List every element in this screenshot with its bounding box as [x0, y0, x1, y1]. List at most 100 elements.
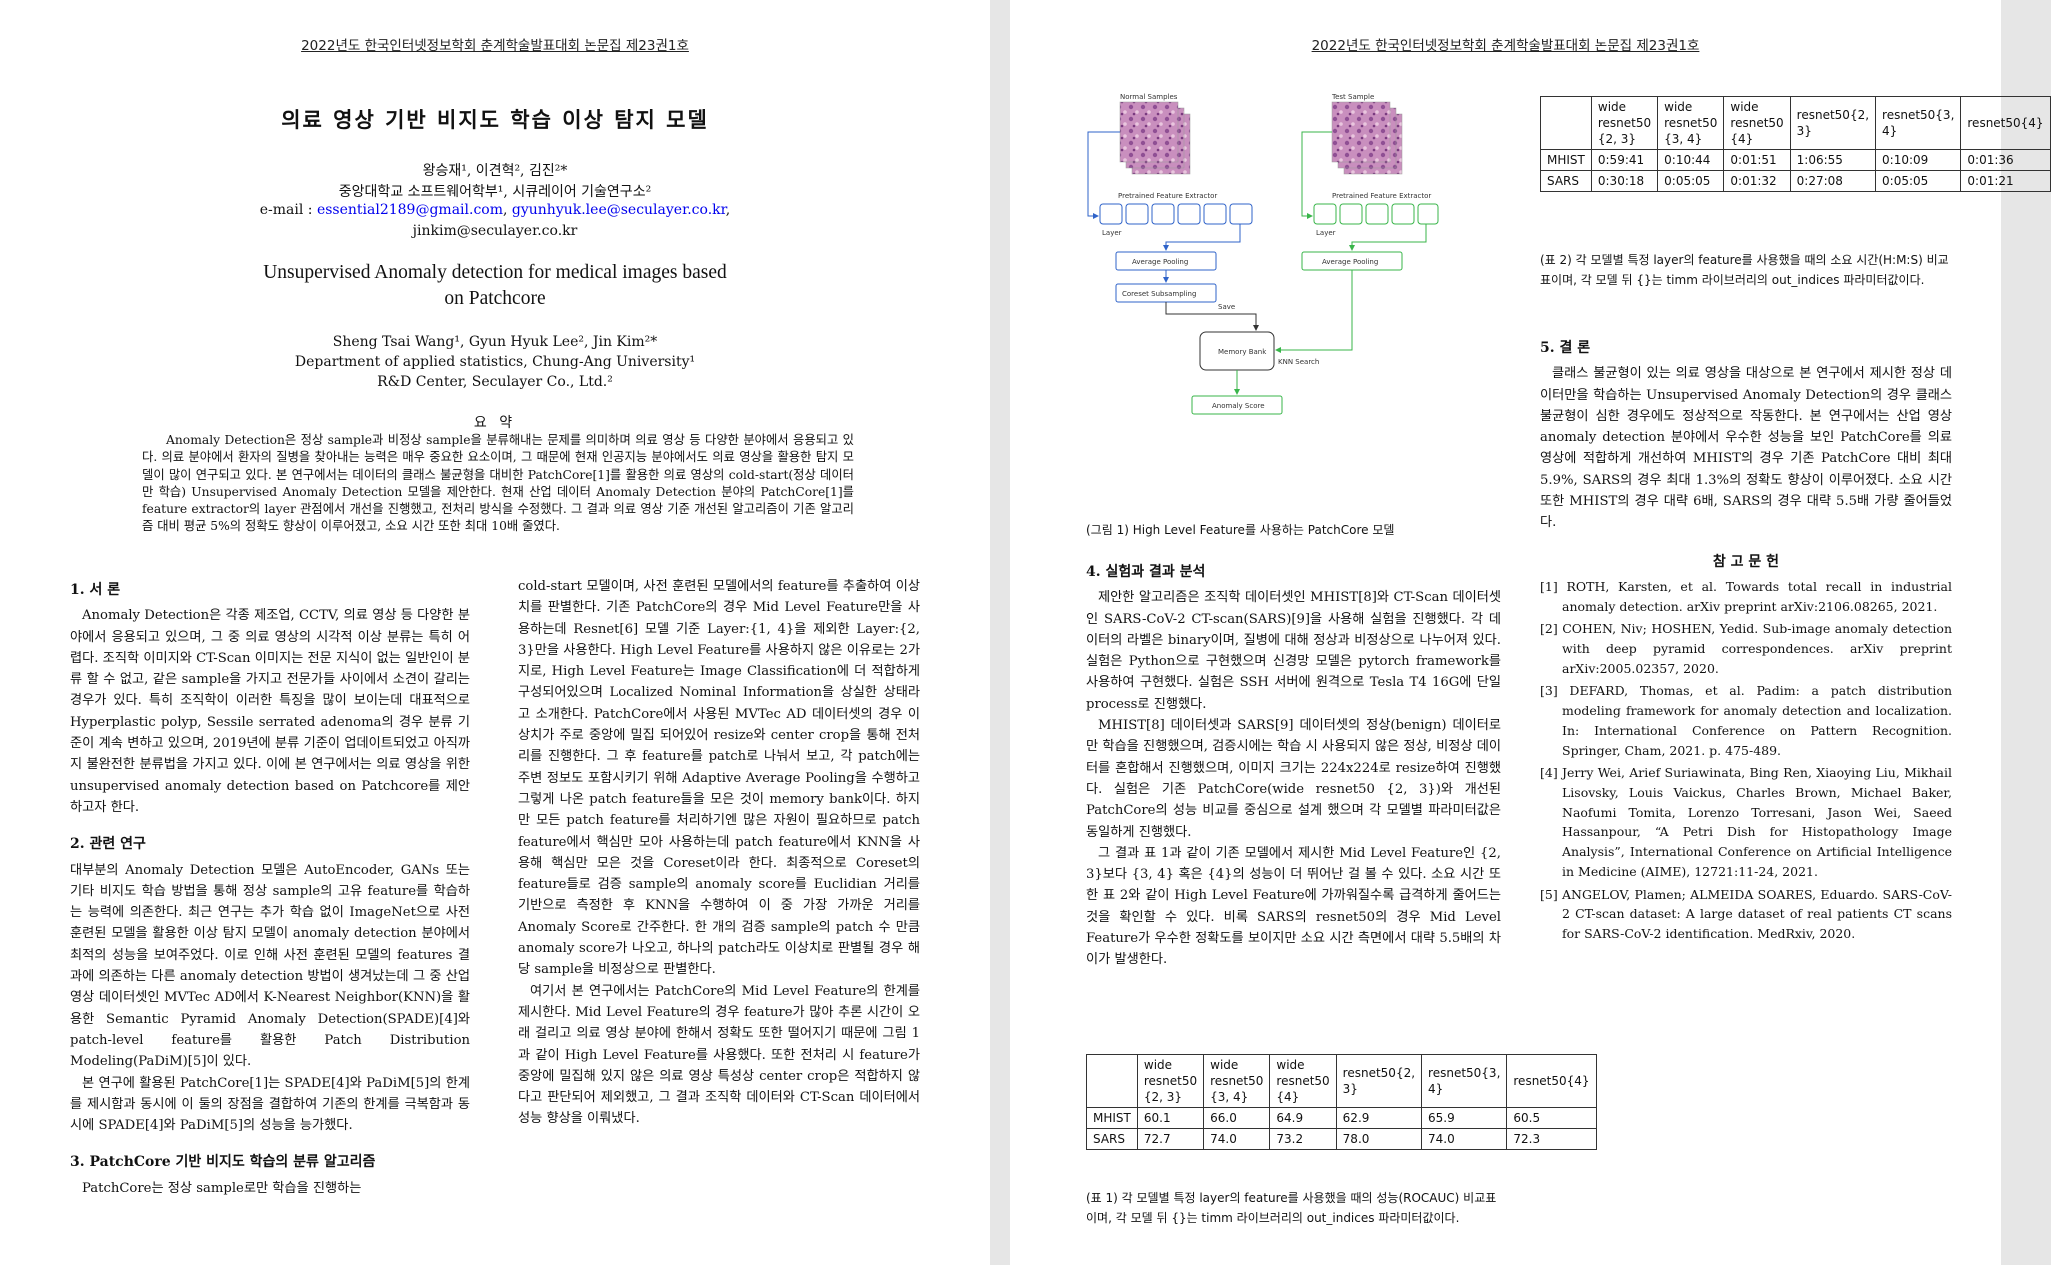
- table-header-cell: wide resnet50 {2, 3}: [1590, 96, 1659, 150]
- table-1: wide resnet50 {2, 3} wide resnet50 {3, 4…: [1086, 1054, 1597, 1150]
- section-1-paragraph: Anomaly Detection은 각종 제조업, CCTV, 의료 영상 등…: [70, 608, 470, 815]
- email-line: e-mail : essential2189@gmail.com, gyunhy…: [0, 202, 990, 218]
- pretrained-extractor-right: Pretrained Feature Extractor: [1332, 192, 1431, 200]
- table-header-cell: wide resnet50 {4}: [1723, 96, 1791, 150]
- memory-bank-label: Memory Bank: [1218, 348, 1267, 356]
- table-cell: 0:59:41: [1590, 149, 1659, 171]
- anomaly-score-label: Anomaly Score: [1212, 402, 1265, 410]
- table-header-cell: wide resnet50 {4}: [1269, 1054, 1337, 1108]
- table-cell: 0:10:09: [1875, 149, 1962, 171]
- table-row: MHIST 60.1 66.0 64.9 62.9 65.9 60.5: [1086, 1107, 1597, 1129]
- table-row: SARS 0:30:18 0:05:05 0:01:32 0:27:08 0:0…: [1540, 170, 2051, 192]
- abstract-text: Anomaly Detection은 정상 sample과 비정상 sample…: [142, 433, 854, 534]
- layer-blocks-left: [1099, 203, 1253, 225]
- table-cell: 60.5: [1506, 1107, 1597, 1129]
- knn-search-label: KNN Search: [1278, 358, 1319, 366]
- average-pooling-right: Average Pooling: [1322, 258, 1378, 266]
- paper-title-en-line2: on Patchcore: [444, 288, 546, 309]
- references-list: [1] ROTH, Karsten, et al. Towards total …: [1540, 577, 1952, 944]
- affiliation-en-1: Department of applied statistics, Chung-…: [294, 354, 696, 370]
- table-header-cell: [1540, 96, 1592, 150]
- table-header-cell: resnet50{3, 4}: [1875, 96, 1962, 150]
- table-cell: 0:01:36: [1960, 149, 2051, 171]
- table-row: MHIST 0:59:41 0:10:44 0:01:51 1:06:55 0:…: [1540, 149, 2051, 171]
- table-cell: 72.7: [1136, 1128, 1205, 1150]
- table-cell: 0:01:21: [1960, 170, 2051, 192]
- table-cell: 65.9: [1421, 1107, 1508, 1129]
- table-header-cell: resnet50{2, 3}: [1335, 1054, 1423, 1108]
- table-header-cell: wide resnet50 {2, 3}: [1136, 1054, 1205, 1108]
- running-header: 2022년도 한국인터넷정보학회 춘계학술발표대회 논문집 제23권1호: [301, 38, 689, 54]
- table-cell: 73.2: [1269, 1128, 1337, 1150]
- authors-ko: 왕승재¹, 이견혁², 김진²*: [422, 163, 568, 179]
- table-2-caption: (표 2) 각 모델별 특정 layer의 feature를 사용했을 때의 소…: [1540, 253, 1949, 287]
- table-cell: SARS: [1086, 1128, 1138, 1150]
- table-cell: 0:05:05: [1875, 170, 1962, 192]
- reference-item: [1] ROTH, Karsten, et al. Towards total …: [1540, 578, 1952, 614]
- references-title: 참 고 문 헌: [1712, 553, 1780, 570]
- authors-en: Sheng Tsai Wang¹, Gyun Hyuk Lee², Jin Ki…: [332, 334, 658, 350]
- table-cell: 74.0: [1421, 1128, 1508, 1150]
- table-header-cell: resnet50{4}: [1960, 96, 2051, 150]
- section-1-title: 1. 서 론: [70, 582, 121, 598]
- section-5-paragraph: 클래스 불균형이 있는 의료 영상을 대상으로 본 연구에서 제시한 정상 데이…: [1540, 366, 1952, 531]
- table-cell: MHIST: [1540, 149, 1592, 171]
- table-cell: 64.9: [1269, 1107, 1337, 1129]
- table-header-cell: [1086, 1054, 1138, 1108]
- table-cell: 0:10:44: [1657, 149, 1725, 171]
- anomaly-score-box: [1191, 395, 1283, 415]
- abstract-heading: 요 약: [473, 415, 517, 431]
- table-cell: MHIST: [1086, 1107, 1138, 1129]
- section-3-paragraph: PatchCore는 정상 sample로만 학습을 진행하는: [82, 1180, 362, 1196]
- table-cell: 72.3: [1506, 1128, 1597, 1150]
- paper-title-ko: 의료 영상 기반 비지도 학습 이상 탐지 모델: [281, 107, 709, 132]
- running-header: 2022년도 한국인터넷정보학회 춘계학술발표대회 논문집 제23권1호: [1311, 38, 1700, 54]
- paper-title-en-line1: Unsupervised Anomaly detection for medic…: [263, 262, 727, 283]
- figure-1-caption: (그림 1) High Level Feature를 사용하는 PatchCor…: [1086, 523, 1395, 537]
- email-link-1[interactable]: essential2189@gmail.com: [316, 202, 503, 218]
- table-header-cell: resnet50{2, 3}: [1789, 96, 1877, 150]
- section-3-paragraph-2: 여기서 본 연구에서는 PatchCore의 Mid Level Feature…: [518, 983, 920, 1127]
- page-left: 2022년도 한국인터넷정보학회 춘계학술발표대회 논문집 제23권1호 의료 …: [0, 0, 990, 1265]
- test-sample-label: Test Sample: [1331, 93, 1374, 101]
- table-cell: 66.0: [1203, 1107, 1271, 1129]
- email-link-3[interactable]: jinkim@seculayer.co.kr: [412, 223, 578, 239]
- table-cell: 0:05:05: [1657, 170, 1725, 192]
- reference-item: [3] DEFARD, Thomas, et al. Padim: a patc…: [1540, 683, 1952, 758]
- page-right: 2022년도 한국인터넷정보학회 춘계학술발표대회 논문집 제23권1호 Nor…: [1010, 0, 2051, 1265]
- table-cell: 62.9: [1335, 1107, 1423, 1129]
- table-cell: 1:06:55: [1789, 149, 1877, 171]
- table-header-cell: resnet50{4}: [1506, 1054, 1597, 1108]
- column-1: 1. 서 론 Anomaly Detection은 각종 제조업, CCTV, …: [70, 570, 470, 1199]
- normal-samples-label: Normal Samples: [1120, 93, 1178, 101]
- email-end: ,: [725, 202, 731, 218]
- section-4-paragraph-2: MHIST[8] 데이터셋과 SARS[9] 데이터셋의 정상(benign) …: [1086, 718, 1501, 840]
- layer-label-left: Layer: [1102, 229, 1122, 237]
- reference-item: [5] ANGELOV, Plamen; ALMEIDA SOARES, Edu…: [1540, 886, 1952, 941]
- column-3: 4. 실험과 결과 분석 제안한 알고리즘은 조직학 데이터셋인 MHIST[8…: [1086, 552, 1501, 971]
- table-1-caption: (표 1) 각 모델별 특정 layer의 feature를 사용했을 때의 성…: [1086, 1191, 1497, 1225]
- section-2-paragraph-2: 본 연구에 활용된 PatchCore[1]는 SPADE[4]와 PaDiM[…: [70, 1075, 470, 1134]
- section-4-paragraph-3: 그 결과 표 1과 같이 기존 모델에서 제시한 Mid Level Featu…: [1086, 845, 1501, 968]
- table-header-cell: wide resnet50 {3, 4}: [1657, 96, 1725, 150]
- email-link-2[interactable]: gyunhyuk.lee@seculayer.co.kr: [511, 202, 726, 218]
- table-cell: SARS: [1540, 170, 1592, 192]
- table-header-cell: wide resnet50 {3, 4}: [1203, 1054, 1271, 1108]
- reference-item: [2] COHEN, Niv; HOSHEN, Yedid. Sub-image…: [1540, 621, 1952, 676]
- reference-item: [4] Jerry Wei, Arief Suriawinata, Bing R…: [1540, 765, 1952, 879]
- save-label: Save: [1218, 303, 1235, 311]
- section-2-title: 2. 관련 연구: [70, 836, 146, 853]
- average-pooling-left: Average Pooling: [1132, 258, 1188, 266]
- affiliation-en-2: R&D Center, Seculayer Co., Ltd.²: [377, 374, 613, 390]
- email-separator: ,: [503, 202, 512, 218]
- table-cell: 0:27:08: [1789, 170, 1877, 192]
- table-row: SARS 72.7 74.0 73.2 78.0 74.0 72.3: [1086, 1128, 1597, 1150]
- table-cell: 60.1: [1136, 1107, 1205, 1129]
- layer-blocks-right: [1313, 203, 1439, 225]
- table-2-header-row: wide resnet50 {2, 3} wide resnet50 {3, 4…: [1540, 96, 2051, 150]
- table-1-header-row: wide resnet50 {2, 3} wide resnet50 {3, 4…: [1086, 1054, 1597, 1108]
- section-3-title: 3. PatchCore 기반 비지도 학습의 분류 알고리즘: [70, 1154, 376, 1171]
- section-2-paragraph-1: 대부분의 Anomaly Detection 모델은 AutoEncoder, …: [70, 862, 470, 1070]
- section-4-title: 4. 실험과 결과 분석: [1086, 564, 1206, 580]
- column-4: 5. 결 론 클래스 불균형이 있는 의료 영상을 대상으로 본 연구에서 제시…: [1540, 328, 1952, 947]
